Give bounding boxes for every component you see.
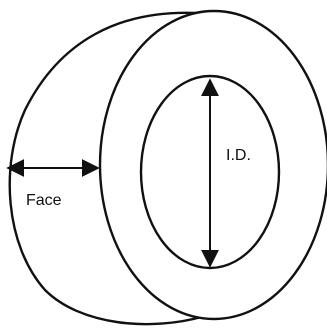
id-label: I.D. xyxy=(226,147,251,164)
face-label: Face xyxy=(26,192,62,209)
ring-back-outer-edge xyxy=(8,11,206,326)
